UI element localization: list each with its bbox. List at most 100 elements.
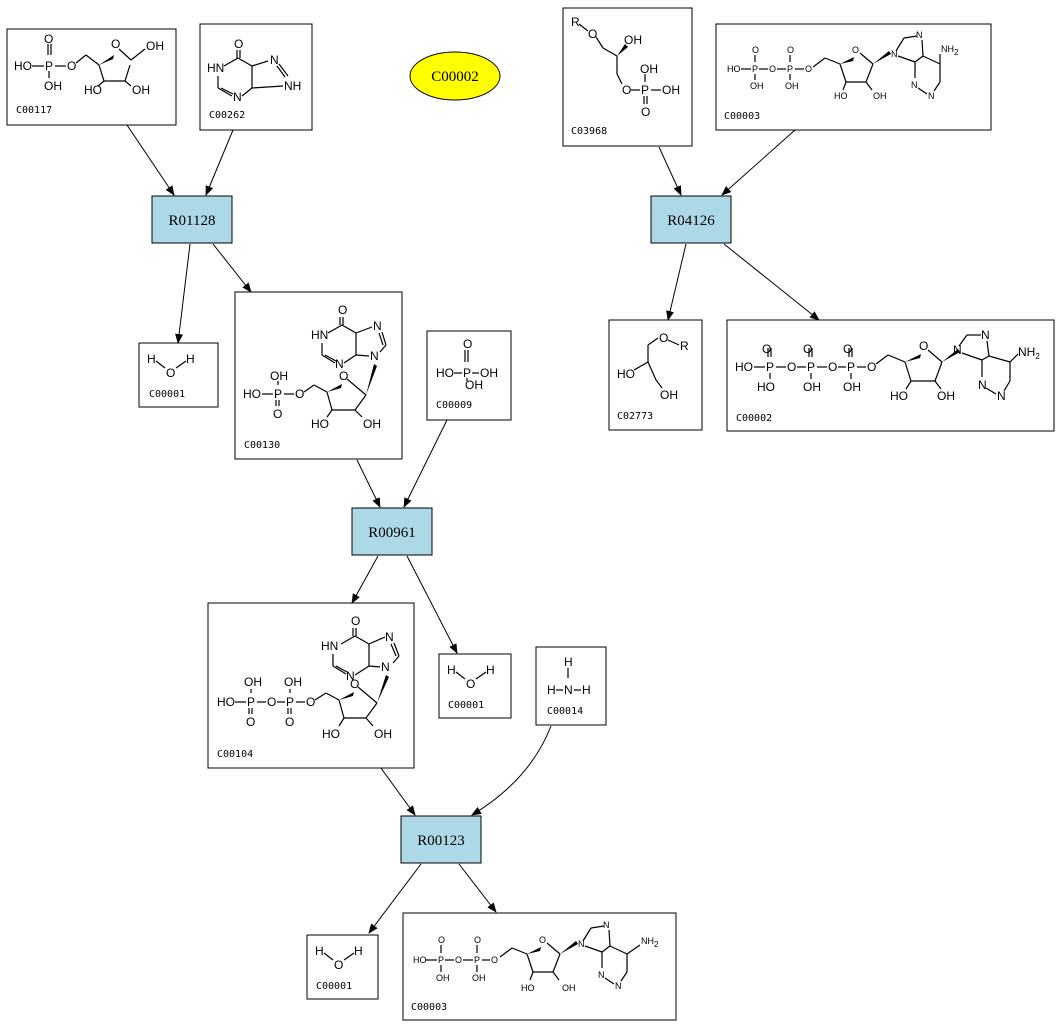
svg-text:O: O [787, 360, 796, 374]
compound-c00117[interactable]: HO P O OH O O OH HO OH C00117 [6, 28, 177, 126]
compound-c00130[interactable]: O HN N N N HO P OH [234, 291, 403, 460]
structure-drawing: O HN N N N HO P OH [217, 614, 400, 741]
svg-text:OH: OH [785, 81, 799, 91]
svg-text:OH: OH [750, 81, 764, 91]
svg-text:HO: HO [217, 695, 235, 709]
svg-text:OH: OH [284, 675, 302, 689]
svg-text:O: O [334, 958, 343, 972]
svg-text:N: N [598, 970, 605, 980]
edge-c03968-r04126 [658, 146, 682, 196]
svg-text:P: P [787, 64, 793, 74]
compound-c00001-c[interactable]: H O H C00001 [306, 934, 379, 1000]
svg-text:OH: OH [472, 973, 486, 983]
compound-c00002[interactable]: HO P O HO O P O OH O P O OH [726, 319, 1055, 432]
structure-drawing: H O H [447, 663, 495, 691]
svg-text:OH: OH [624, 33, 642, 47]
svg-text:P: P [474, 955, 480, 965]
edge-c00014-r00123 [471, 725, 552, 816]
svg-text:O: O [273, 407, 282, 421]
svg-text:P: P [463, 366, 471, 380]
svg-text:HO: HO [735, 360, 753, 374]
svg-text:N: N [615, 981, 622, 991]
svg-text:O: O [805, 64, 812, 74]
svg-text:O: O [659, 331, 668, 345]
compound-c00262[interactable]: O HN N N NH C00262 [199, 23, 313, 131]
reaction-box [351, 507, 433, 556]
reaction-label: R04126 [667, 213, 715, 229]
svg-text:O: O [828, 360, 837, 374]
compound-box [562, 7, 693, 147]
svg-text:O: O [852, 45, 859, 55]
compound-box [438, 653, 512, 719]
structure-drawing: H O H [315, 944, 363, 972]
svg-text:O: O [285, 715, 294, 729]
reaction-r00123[interactable]: R00123 [400, 815, 482, 864]
compound-c00104[interactable]: O HN N N N HO P OH [207, 602, 415, 769]
svg-text:OH: OH [873, 91, 887, 101]
reaction-r04126[interactable]: R04126 [650, 195, 732, 244]
edge-c00262-r01128 [205, 129, 234, 196]
reaction-r01128[interactable]: R01128 [151, 195, 233, 244]
compound-id: C00002 [736, 413, 772, 424]
svg-text:HO: HO [413, 955, 427, 965]
reaction-r00961[interactable]: R00961 [351, 507, 433, 556]
compound-id: C00001 [149, 389, 185, 400]
reaction-box [151, 195, 233, 244]
compound-box [207, 602, 415, 769]
svg-text:H: H [354, 944, 363, 958]
svg-text:O: O [491, 955, 498, 965]
compound-box [726, 319, 1055, 432]
svg-text:HO: HO [84, 83, 102, 97]
svg-text:HO: HO [727, 64, 741, 74]
edge-c00117-r01128 [126, 124, 175, 196]
svg-text:OH: OH [363, 417, 381, 431]
svg-text:N: N [928, 91, 935, 101]
edge-r00961-c00104 [351, 555, 379, 604]
svg-text:N: N [373, 319, 382, 333]
svg-text:NH: NH [284, 79, 301, 93]
structure-drawing: HO P O HO O P O OH O P O OH [735, 328, 1040, 403]
compound-id: C00001 [316, 981, 352, 992]
svg-text:NH2: NH2 [641, 936, 659, 949]
svg-text:P: P [766, 360, 774, 374]
svg-text:P: P [274, 387, 282, 401]
edge-r01128-c00001 [175, 243, 191, 344]
edge-r01128-c00130 [212, 243, 252, 293]
structure-drawing: O R HO OH [617, 331, 689, 402]
compound-c02773[interactable]: O R HO OH C02773 [608, 319, 703, 431]
svg-text:OH: OH [44, 79, 62, 93]
compound-box [535, 646, 607, 726]
structure-drawing: O HN N N NH [207, 37, 301, 104]
highlight-node-c00002[interactable]: C00002 [409, 51, 501, 101]
compound-c00001-b[interactable]: H O H C00001 [438, 653, 512, 719]
compound-c00014[interactable]: H H N H C00014 [535, 646, 607, 726]
compound-c00001-a[interactable]: H O H C00001 [138, 342, 219, 408]
compound-c00003-bottom[interactable]: HO P O OH O P O OH O O [402, 912, 677, 1021]
svg-text:N: N [916, 30, 923, 40]
svg-text:HO: HO [322, 727, 340, 741]
edge-c00009-r00961 [403, 419, 448, 508]
svg-text:N: N [578, 939, 585, 949]
svg-text:OH: OH [270, 369, 288, 383]
compound-c00003-top[interactable]: HO P O OH O P O OH O O [715, 23, 992, 131]
svg-text:O: O [588, 27, 597, 41]
reaction-box [400, 815, 482, 864]
svg-text:O: O [295, 387, 304, 401]
svg-text:O: O [166, 366, 175, 380]
svg-text:HN: HN [321, 639, 338, 653]
edge-c00003top-r04126 [721, 129, 796, 196]
compound-id: C00130 [244, 440, 280, 451]
structure-drawing: H O H [147, 352, 195, 380]
highlight-label: C00002 [431, 69, 479, 85]
compound-box [715, 23, 992, 131]
compound-c00009[interactable]: O HO P OH OH C00009 [426, 330, 512, 421]
svg-text:P: P [807, 360, 815, 374]
compound-c03968[interactable]: R O OH O P OH OH O C03968 [562, 7, 693, 147]
svg-text:O: O [539, 935, 546, 945]
svg-text:H: H [547, 683, 556, 697]
compound-box [306, 934, 379, 1000]
svg-text:P: P [247, 695, 255, 709]
svg-text:N: N [381, 660, 390, 674]
svg-text:O: O [267, 695, 276, 709]
svg-text:O: O [463, 337, 472, 351]
